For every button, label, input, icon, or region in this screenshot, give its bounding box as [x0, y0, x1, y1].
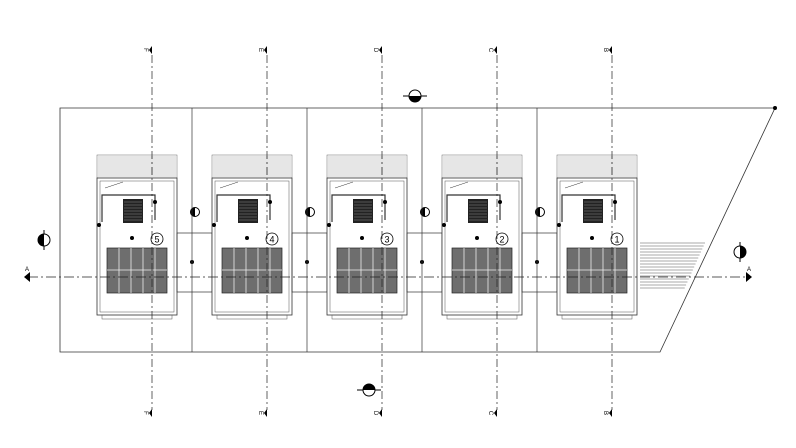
level-marker	[212, 223, 216, 227]
grid-marker	[379, 46, 382, 54]
level-marker	[268, 200, 272, 204]
unit-outline	[441, 177, 523, 316]
housing-unit-3: 3	[306, 108, 443, 352]
panel-array	[566, 247, 628, 294]
grid-marker	[494, 46, 497, 54]
entry-step	[216, 314, 288, 320]
leader-line	[449, 181, 469, 189]
unit-outline	[96, 177, 178, 316]
level-marker	[557, 223, 561, 227]
grid-marker	[264, 409, 267, 417]
grid-marker	[609, 46, 612, 54]
level-marker	[383, 200, 387, 204]
section-marker-fill	[305, 207, 310, 217]
level-marker	[245, 236, 249, 240]
entry-step	[101, 314, 173, 320]
unit-outline	[556, 177, 638, 316]
housing-unit-4: 4	[191, 108, 328, 352]
section-marker-fill	[190, 207, 195, 217]
section-marker-left: A	[24, 267, 30, 282]
leader-line	[334, 181, 354, 189]
frame-structure	[446, 194, 501, 222]
connector-walkway	[176, 232, 213, 293]
elevation-marker-left	[37, 230, 51, 250]
connector-walkway	[291, 232, 328, 293]
frame-structure	[101, 194, 156, 222]
connector-walkway	[521, 232, 558, 293]
panel-array	[336, 247, 398, 294]
corner-marker	[773, 106, 777, 110]
leader-line	[564, 181, 584, 189]
connector-walkway	[406, 232, 443, 293]
section-label-right: A	[747, 267, 751, 273]
entry-step	[331, 314, 403, 320]
grid-label: F	[142, 411, 148, 415]
entry-step	[561, 314, 633, 320]
level-marker	[475, 236, 479, 240]
grid-label: E	[257, 411, 263, 415]
elevation-marker-right	[733, 242, 747, 262]
section-marker-right: A	[746, 267, 752, 282]
level-marker	[442, 223, 446, 227]
grid-label: C	[487, 411, 493, 416]
grid-marker	[149, 46, 152, 54]
grid-marker	[264, 46, 267, 54]
frame-structure	[561, 194, 616, 222]
grid-marker	[379, 409, 382, 417]
unit-number: 5	[154, 235, 159, 245]
grid-label: B	[602, 411, 608, 415]
grid-label: E	[257, 48, 263, 52]
grid-marker	[494, 409, 497, 417]
level-marker	[153, 200, 157, 204]
panel-array	[106, 247, 168, 294]
level-marker	[498, 200, 502, 204]
housing-unit-1: 1	[536, 108, 638, 352]
unit-number: 3	[384, 235, 389, 245]
unit-inner-wall	[329, 180, 405, 313]
unit-number-bubble	[610, 232, 624, 246]
section-label-left: A	[25, 267, 29, 273]
unit-number: 1	[614, 235, 619, 245]
grid-label: F	[142, 48, 148, 52]
unit-number: 4	[269, 235, 274, 245]
grid-marker	[609, 409, 612, 417]
panel-array	[221, 247, 283, 294]
unit-number-bubble	[495, 232, 509, 246]
external-stairs	[640, 242, 705, 289]
level-marker	[130, 236, 134, 240]
unit-number-bubble	[150, 232, 164, 246]
level-marker	[327, 223, 331, 227]
elevation-marker-top	[403, 89, 427, 103]
grid-marker	[149, 409, 152, 417]
unit-inner-wall	[214, 180, 290, 313]
unit-outline	[326, 177, 408, 316]
unit-number: 2	[499, 235, 504, 245]
level-marker	[590, 236, 594, 240]
unit-inner-wall	[444, 180, 520, 313]
unit-number-bubble	[265, 232, 279, 246]
grid-label: D	[372, 48, 378, 53]
leader-line	[219, 181, 239, 189]
section-marker-fill	[420, 207, 425, 217]
section-marker-fill	[535, 207, 540, 217]
frame-structure	[331, 194, 386, 222]
entry-step	[446, 314, 518, 320]
frame-structure	[216, 194, 271, 222]
housing-unit-2: 2	[421, 108, 558, 352]
grid-label: C	[487, 48, 493, 53]
grid-label: D	[372, 411, 378, 416]
level-marker	[97, 223, 101, 227]
elevation-marker-bottom	[357, 383, 381, 397]
housing-unit-5: 5	[96, 154, 213, 320]
leader-line	[104, 181, 124, 189]
unit-number-bubble	[380, 232, 394, 246]
level-marker	[360, 236, 364, 240]
level-marker	[613, 200, 617, 204]
unit-outline	[211, 177, 293, 316]
unit-inner-wall	[559, 180, 635, 313]
unit-inner-wall	[99, 180, 175, 313]
grid-label: B	[602, 48, 608, 52]
panel-array	[451, 247, 513, 294]
